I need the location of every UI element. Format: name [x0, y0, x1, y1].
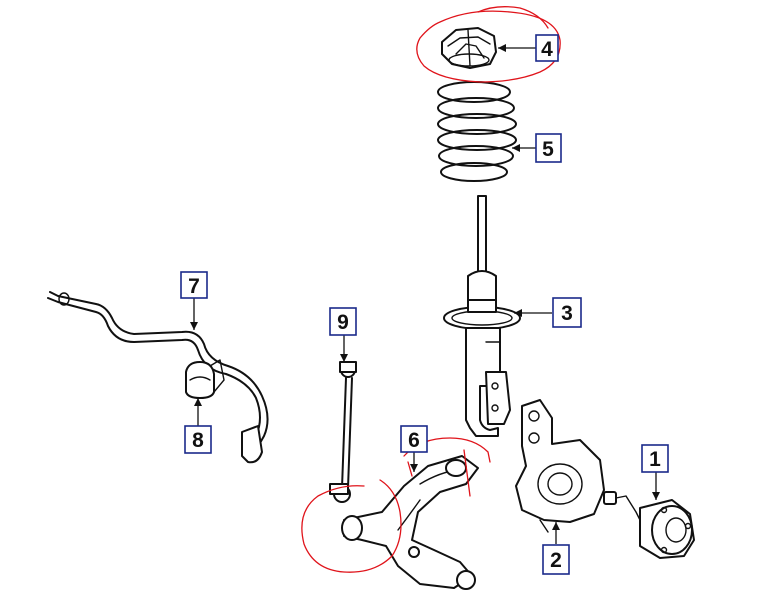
callout-2-label: 2	[550, 549, 562, 572]
coil-spring-part	[437, 81, 517, 182]
callout-7: 7	[180, 271, 208, 299]
callout-6-label: 6	[408, 429, 420, 452]
lower-control-arm-part	[341, 455, 479, 590]
callout-8-label: 8	[192, 429, 204, 452]
callout-4: 4	[535, 34, 559, 62]
markup-circle-mount-inner	[477, 6, 549, 29]
stabilizer-bushing-part	[185, 359, 225, 399]
callout-9-label: 9	[337, 311, 349, 334]
markup-circle-strut-mount	[416, 10, 561, 83]
callout-5: 5	[535, 133, 562, 163]
red-markup-annotations	[301, 6, 561, 573]
callout-3: 3	[552, 297, 582, 328]
strut-mount-part	[441, 27, 497, 69]
leader-lines	[190, 44, 660, 544]
callout-2: 2	[542, 544, 570, 575]
steering-knuckle-part	[515, 399, 605, 533]
callout-1: 1	[641, 444, 669, 473]
callout-5-label: 5	[542, 138, 554, 161]
callout-9: 9	[329, 307, 357, 336]
strut-assembly-part	[443, 195, 521, 437]
callout-4-label: 4	[541, 38, 553, 61]
stabilizer-bar-part	[47, 291, 269, 464]
callout-8: 8	[184, 425, 212, 454]
callout-3-label: 3	[561, 302, 573, 325]
hub-bearing-part	[603, 491, 695, 559]
stabilizer-link-part	[329, 361, 357, 503]
callout-6: 6	[400, 425, 428, 453]
markup-circle-control-arm	[301, 479, 402, 573]
callout-7-label: 7	[188, 275, 200, 298]
callout-1-label: 1	[649, 448, 661, 471]
